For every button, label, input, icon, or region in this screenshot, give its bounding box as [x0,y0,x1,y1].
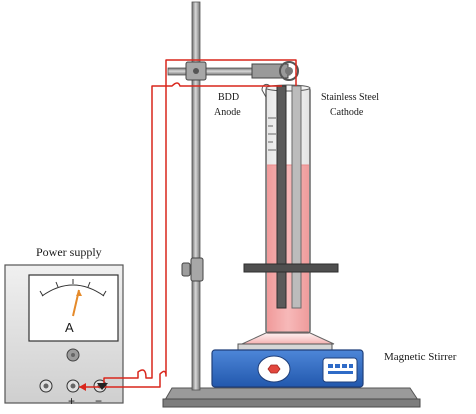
upper-clamp [167,61,299,81]
graduation-marks [268,117,276,151]
wire-positive-lead [79,59,297,388]
magnetic-stirrer [211,343,364,388]
meter-unit-label: A [65,320,74,335]
ammeter-face [28,274,119,342]
label-anode-line2: Anode [214,107,241,118]
stand-base [162,387,421,408]
label-magnetic-stirrer: Magnetic Stirrer [384,351,457,363]
stand-rod [191,1,201,391]
lower-clamp-bar [243,263,339,273]
bdd-anode [276,85,287,309]
stainless-steel-cathode [291,85,302,309]
cylinder-base [241,331,335,345]
wire-negative-lead [103,82,282,383]
wiring [79,59,297,388]
power-supply [4,264,124,404]
label-anode-line1: BDD [218,92,239,103]
label-cathode-line1: Stainless Steel [321,92,379,103]
label-cathode-line2: Cathode [330,107,364,118]
label-minus: − [95,394,102,408]
label-power-supply: Power supply [36,245,102,259]
label-plus: + [68,394,75,408]
electrolyte [267,165,309,332]
wire-arrow-positive [79,383,86,391]
wire-arrow-negative [97,383,108,390]
